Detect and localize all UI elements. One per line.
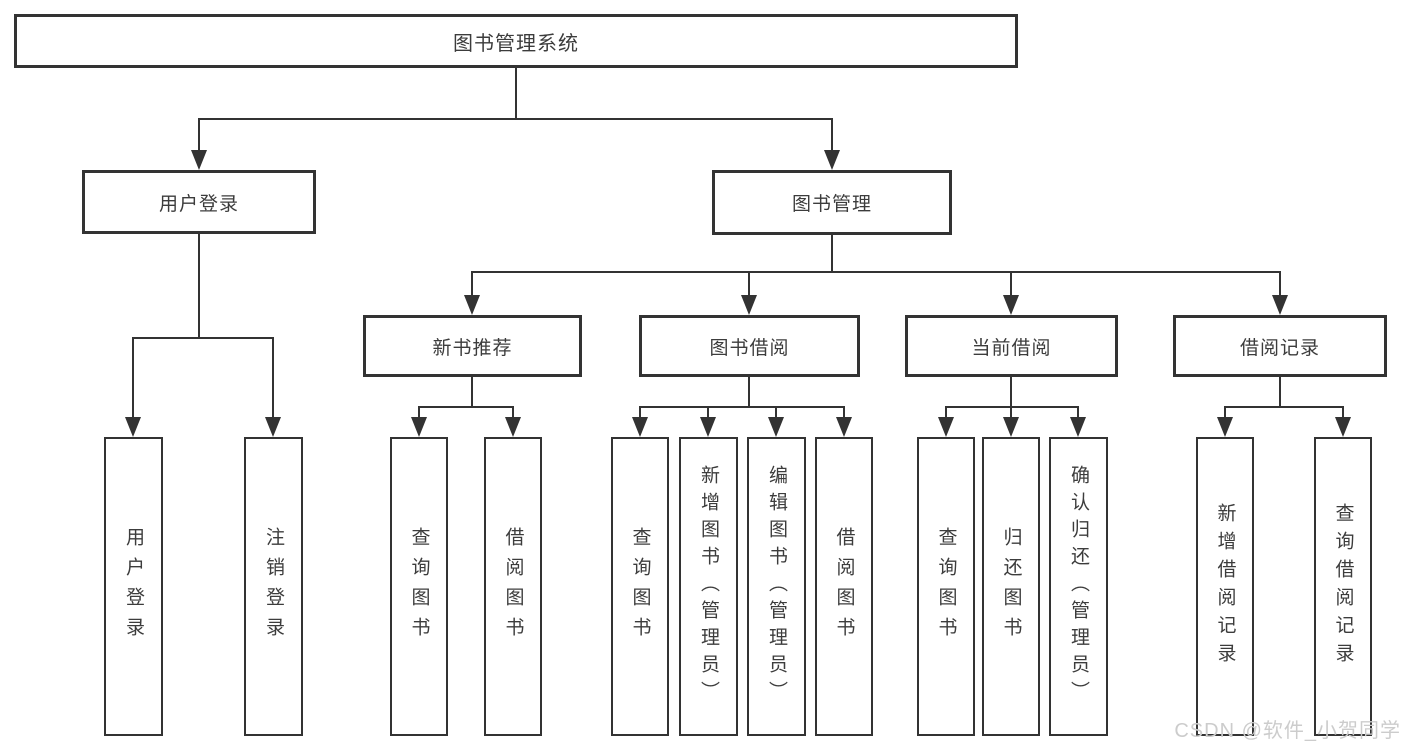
connector-line bbox=[1077, 406, 1079, 419]
connector-line bbox=[945, 406, 1079, 408]
leaf-label: 用户登录 bbox=[123, 526, 144, 647]
arrow-down-icon bbox=[505, 417, 521, 437]
leaf-label: 注销登录 bbox=[263, 526, 284, 647]
arrow-down-icon bbox=[836, 417, 852, 437]
leaf-borrow-books-2: 借阅图书 bbox=[815, 437, 873, 736]
arrow-down-icon bbox=[1070, 417, 1086, 437]
arrow-down-icon bbox=[1003, 295, 1019, 315]
connector-line bbox=[639, 406, 845, 408]
connector-line bbox=[831, 235, 833, 273]
leaf-borrow-books-1: 借阅图书 bbox=[484, 437, 542, 736]
connector-line bbox=[748, 377, 750, 408]
connector-line bbox=[1279, 271, 1281, 297]
node-borrow-records: 借阅记录 bbox=[1173, 315, 1387, 377]
connector-line bbox=[515, 66, 517, 119]
leaf-label: 归还图书 bbox=[1000, 526, 1022, 647]
leaf-return-books: 归还图书 bbox=[982, 437, 1040, 736]
connector-line bbox=[639, 406, 641, 419]
leaf-label: 查询图书 bbox=[408, 526, 430, 647]
connector-line bbox=[471, 377, 473, 408]
arrow-down-icon bbox=[824, 150, 840, 170]
connector-line bbox=[272, 337, 274, 419]
node-user-login: 用户登录 bbox=[82, 170, 316, 234]
leaf-logout: 注销登录 bbox=[244, 437, 303, 736]
leaf-confirm-return-admin: 确认归还（管理员） bbox=[1049, 437, 1108, 736]
connector-line bbox=[945, 406, 947, 419]
arrow-down-icon bbox=[700, 417, 716, 437]
arrow-down-icon bbox=[768, 417, 784, 437]
node-book-borrow: 图书借阅 bbox=[639, 315, 860, 377]
connector-line bbox=[471, 271, 473, 297]
arrow-down-icon bbox=[1003, 417, 1019, 437]
connector-line bbox=[1010, 406, 1012, 419]
leaf-label: 借阅图书 bbox=[502, 526, 524, 647]
connector-line bbox=[418, 406, 514, 408]
leaf-label: 确认归还（管理员） bbox=[1068, 465, 1089, 708]
connector-line bbox=[843, 406, 845, 419]
leaf-add-book-admin: 新增图书（管理员） bbox=[679, 437, 738, 736]
connector-line bbox=[1342, 406, 1344, 419]
leaf-label: 查询借阅记录 bbox=[1332, 502, 1354, 671]
connector-line bbox=[198, 234, 200, 339]
connector-line bbox=[512, 406, 514, 419]
csdn-watermark: CSDN @软件_小贺同学 bbox=[1174, 720, 1401, 742]
connector-line bbox=[748, 271, 750, 297]
connector-line bbox=[707, 406, 709, 419]
leaf-edit-book-admin: 编辑图书（管理员） bbox=[747, 437, 806, 736]
arrow-down-icon bbox=[1217, 417, 1233, 437]
connector-line bbox=[132, 337, 134, 419]
node-root: 图书管理系统 bbox=[14, 14, 1018, 68]
connector-line bbox=[418, 406, 420, 419]
connector-line bbox=[1010, 377, 1012, 408]
connector-line bbox=[471, 271, 1281, 273]
node-new-book-recommend: 新书推荐 bbox=[363, 315, 582, 377]
arrow-down-icon bbox=[632, 417, 648, 437]
arrow-down-icon bbox=[741, 295, 757, 315]
leaf-query-books-3: 查询图书 bbox=[917, 437, 975, 736]
arrow-down-icon bbox=[125, 417, 141, 437]
leaf-add-borrow-record: 新增借阅记录 bbox=[1196, 437, 1254, 736]
leaf-label: 借阅图书 bbox=[833, 526, 855, 647]
arrow-down-icon bbox=[411, 417, 427, 437]
leaf-query-books-1: 查询图书 bbox=[390, 437, 448, 736]
leaf-query-borrow-record: 查询借阅记录 bbox=[1314, 437, 1372, 736]
connector-line bbox=[198, 118, 200, 152]
arrow-down-icon bbox=[1335, 417, 1351, 437]
node-book-management: 图书管理 bbox=[712, 170, 952, 235]
leaf-user-login: 用户登录 bbox=[104, 437, 163, 736]
leaf-label: 新增图书（管理员） bbox=[698, 465, 719, 708]
leaf-label: 查询图书 bbox=[935, 526, 957, 647]
connector-line bbox=[132, 337, 274, 339]
connector-line bbox=[198, 118, 833, 120]
arrow-down-icon bbox=[1272, 295, 1288, 315]
leaf-label: 查询图书 bbox=[629, 526, 651, 647]
connector-line bbox=[1224, 406, 1226, 419]
connector-line bbox=[831, 118, 833, 152]
leaf-label: 编辑图书（管理员） bbox=[766, 465, 787, 708]
node-current-borrow: 当前借阅 bbox=[905, 315, 1118, 377]
connector-line bbox=[1010, 271, 1012, 297]
connector-line bbox=[775, 406, 777, 419]
leaf-label: 新增借阅记录 bbox=[1214, 502, 1236, 671]
connector-line bbox=[1279, 377, 1281, 408]
connector-line bbox=[1224, 406, 1344, 408]
arrow-down-icon bbox=[938, 417, 954, 437]
arrow-down-icon bbox=[464, 295, 480, 315]
arrow-down-icon bbox=[191, 150, 207, 170]
leaf-query-books-2: 查询图书 bbox=[611, 437, 669, 736]
arrow-down-icon bbox=[265, 417, 281, 437]
